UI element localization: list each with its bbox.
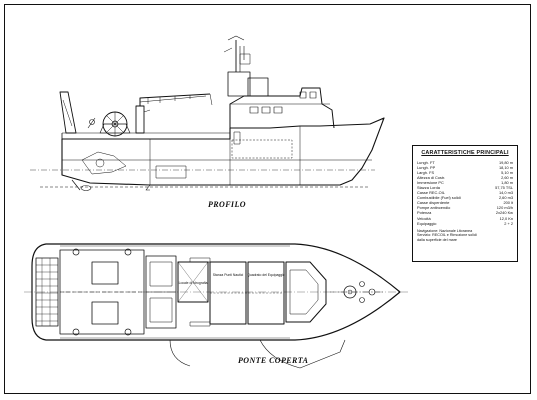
deck-plan — [24, 243, 408, 341]
spec-value: 200 lt — [503, 200, 513, 206]
spec-row: Combustibile (Fuel) solidi 2,60 m3 — [417, 195, 513, 200]
spec-key: Combustibile (Fuel) solidi — [417, 195, 461, 201]
spec-key: Pompe antincendio — [417, 205, 451, 211]
spec-row: Pompe antincendio 120 m3/h — [417, 205, 513, 210]
spec-key: Lungh. FT — [417, 160, 435, 165]
spec-key: Potenza — [417, 210, 432, 216]
spec-value: 2,60 m3 — [498, 195, 513, 201]
hull-deck — [31, 243, 401, 341]
spec-key: Casse disperdente — [417, 200, 450, 206]
spec-value: 57,75 TSL — [495, 185, 513, 191]
spec-key: Casse REC-OIL — [417, 190, 445, 196]
spec-value: 18,10 m — [498, 165, 513, 171]
room-label-store: Locale di Idrografia — [179, 281, 208, 285]
spec-note: Servizio: RECOIL e Rimozione solidi — [417, 233, 477, 238]
spec-key: Immersione PC — [417, 180, 444, 186]
spec-row: Velocità 12,0 Kn — [417, 216, 513, 221]
specifications-box: CARATTERISTICHE PRINCIPALI Lungh. FT 19,8… — [412, 145, 518, 262]
profile-view — [30, 35, 385, 191]
deckhouse — [229, 87, 335, 129]
spec-row: Casse REC-OIL 14,0 m3 — [417, 190, 513, 195]
spec-row: Lungh. PP 18,10 m — [417, 165, 513, 170]
spec-key: Stazza Lorda — [417, 185, 440, 191]
spec-key: Altezza di Costr. — [417, 175, 446, 181]
spec-value: 120 m3/h — [496, 205, 513, 211]
spec-value: 2,60 m — [501, 175, 513, 181]
spec-value: 2x240 Kw — [495, 210, 513, 216]
spec-value: 12,0 Kn — [499, 215, 513, 221]
spec-row: Altezza di Costr. 2,60 m — [417, 175, 513, 180]
spec-value: 5,10 m — [501, 170, 513, 176]
deck-title: PONTE COPERTA — [238, 356, 309, 365]
specifications-title: CARATTERISTICHE PRINCIPALI — [421, 150, 509, 156]
spec-row: Lungh. FT 19,80 m — [417, 160, 513, 165]
spec-row: Largh. FS 5,10 m — [417, 170, 513, 175]
spec-note: dalla superficie del mare — [417, 238, 457, 243]
spec-row: Equipaggio 2 + 2 — [417, 221, 513, 226]
room-label-mess: Quadrato del Equipaggio — [247, 273, 285, 277]
spec-row: Stazza Lorda 57,75 TSL — [417, 185, 513, 190]
spec-value: 1,80 m — [501, 180, 513, 186]
hull-profile — [61, 117, 385, 186]
spec-key: Velocità — [417, 215, 431, 221]
spec-row: Potenza 2x240 Kw — [417, 210, 513, 215]
room-label-wheelhouse: Stanza Punti Nautici — [213, 273, 244, 277]
spec-key: Largh. FS — [417, 170, 435, 176]
spec-row: Immersione PC 1,80 m — [417, 180, 513, 185]
spec-note: Navigazione: Nazionale Litoranea — [417, 228, 473, 233]
spec-key: Equipaggio — [417, 220, 437, 226]
spec-value: 19,80 m — [498, 160, 513, 165]
sheet-border — [4, 4, 531, 394]
spec-value: 2 + 2 — [504, 220, 513, 226]
spec-key: Lungh. PP — [417, 165, 436, 171]
spec-row: Casse disperdente 200 lt — [417, 200, 513, 205]
spec-value: 14,0 m3 — [498, 190, 513, 196]
profile-title: PROFILO — [208, 200, 246, 209]
